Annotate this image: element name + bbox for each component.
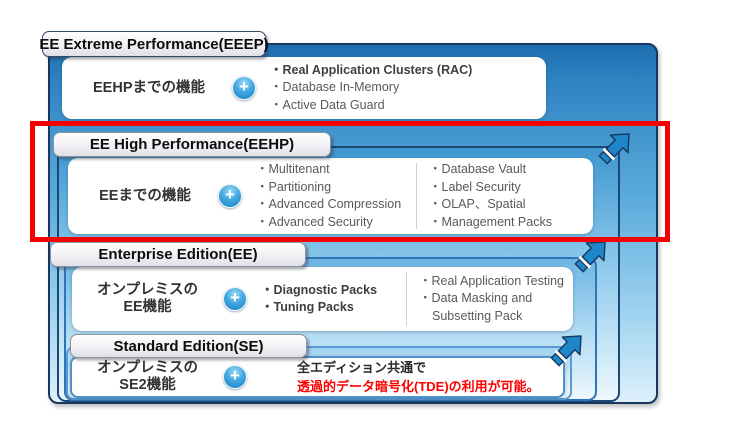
feature-box-eeep: EEHPまでの機能 + ・Real Application Clusters (… bbox=[62, 57, 546, 119]
list-item: ・Data Masking and Subsetting Pack bbox=[419, 291, 533, 323]
list-item: ・Database In-Memory bbox=[270, 80, 400, 95]
list-item: ・Database Vault bbox=[429, 162, 527, 176]
feature-list-ee-right: ・Real Application Testing ・Data Masking … bbox=[419, 273, 591, 326]
list-item: ・Real Application Clusters (RAC) bbox=[270, 62, 473, 77]
feature-box-ee: オンプレミスの EE機能 + ・Diagnostic Packs ・Tuning… bbox=[72, 267, 573, 331]
feature-label-eeep: EEHPまでの機能 bbox=[93, 79, 205, 96]
list-item: ・Partitioning bbox=[256, 179, 332, 194]
feature-label-line: オンプレミスの bbox=[96, 360, 199, 376]
feature-box-eehp: EEまでの機能 + ・Multitenant ・Partitioning ・Ad… bbox=[68, 158, 593, 234]
list-item: ・Real Application Testing bbox=[419, 273, 564, 288]
list-item: ・Label Security bbox=[429, 179, 521, 194]
se-note-tde: 透過的データ暗号化(TDE)の利用が可能。 bbox=[297, 379, 540, 394]
column-divider bbox=[416, 163, 417, 229]
se-note-common: 全エディション共通で bbox=[297, 360, 427, 375]
feature-label-ee: オンプレミスの EE機能 bbox=[80, 282, 215, 316]
se-note: 全エディション共通で 透過的データ暗号化(TDE)の利用が可能。 bbox=[297, 358, 540, 396]
feature-label-line: オンプレミスの bbox=[96, 282, 199, 298]
list-item: ・Tuning Packs bbox=[261, 300, 354, 314]
edition-tab-eeep: EE Extreme Performance(EEEP) bbox=[39, 31, 269, 57]
plus-icon: + bbox=[223, 287, 247, 311]
upgrade-arrow-icon bbox=[550, 335, 582, 367]
feature-label-se: オンプレミスの SE2機能 bbox=[80, 360, 215, 394]
feature-label-line: SE2機能 bbox=[119, 377, 176, 393]
feature-list-eehp-left: ・Multitenant ・Partitioning ・Advanced Com… bbox=[256, 161, 406, 231]
list-item: ・Management Packs bbox=[429, 214, 552, 229]
feature-label-eehp: EEまでの機能 bbox=[99, 187, 191, 204]
list-item: ・OLAP、Spatial bbox=[429, 197, 526, 211]
upgrade-arrow-icon bbox=[574, 241, 606, 273]
list-item: ・Multitenant bbox=[256, 162, 330, 176]
list-item: ・Active Data Guard bbox=[270, 97, 385, 112]
list-item: ・Advanced Compression bbox=[256, 197, 402, 211]
edition-tab-ee: Enterprise Edition(EE) bbox=[50, 242, 306, 267]
column-divider bbox=[406, 272, 407, 326]
list-item: ・Diagnostic Packs bbox=[261, 282, 378, 297]
feature-label-line: EE機能 bbox=[123, 299, 172, 315]
plus-icon: + bbox=[223, 365, 247, 389]
upgrade-arrow-icon bbox=[598, 133, 630, 165]
plus-icon: + bbox=[232, 76, 256, 100]
feature-list-eehp-right: ・Database Vault ・Label Security ・OLAP、Sp… bbox=[429, 161, 593, 231]
edition-tab-eehp: EE High Performance(EEHP) bbox=[53, 132, 331, 157]
edition-tab-se: Standard Edition(SE) bbox=[70, 334, 307, 358]
list-item: ・Advanced Security bbox=[256, 214, 373, 229]
plus-icon: + bbox=[218, 184, 242, 208]
feature-list-ee-left: ・Diagnostic Packs ・Tuning Packs bbox=[261, 282, 396, 317]
feature-list-eeep: ・Real Application Clusters (RAC) ・Databa… bbox=[270, 62, 472, 115]
feature-box-se: オンプレミスの SE2機能 + 全エディション共通で 透過的データ暗号化(TDE… bbox=[70, 356, 565, 398]
